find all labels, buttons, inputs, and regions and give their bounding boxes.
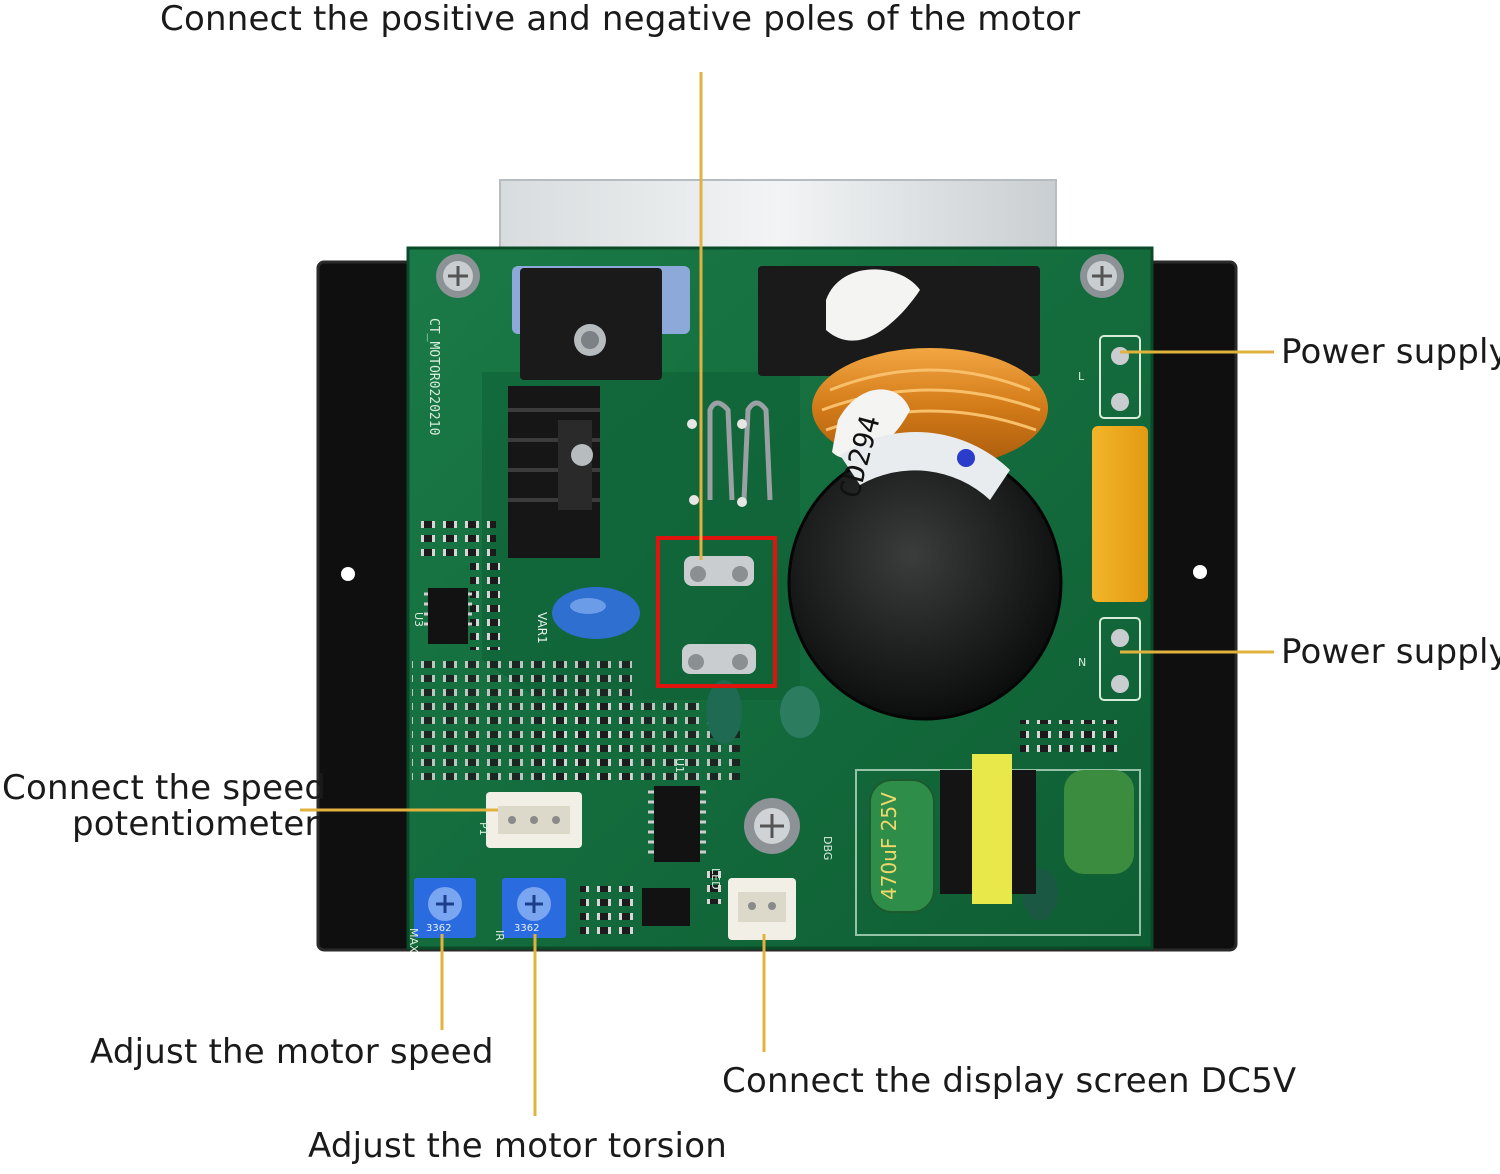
mount-hole-left xyxy=(341,567,355,581)
varistor-label: VAR1 xyxy=(535,612,549,644)
label-power-supply-top: Power supply xyxy=(1281,332,1500,372)
screw-top-right xyxy=(1080,254,1124,298)
smd-cluster-r2a xyxy=(1020,720,1120,756)
pcb-board: CD294 VAR1 xyxy=(406,246,1154,953)
silkscreen-pin-l: L xyxy=(1078,370,1085,383)
ic-u3 xyxy=(424,588,472,644)
silkscreen-u3: U3 xyxy=(412,612,425,627)
smd-cluster-r2 xyxy=(470,560,500,650)
screw-top-left xyxy=(436,254,480,298)
label-motor-poles: Connect the positive and negative poles … xyxy=(160,0,1081,39)
silkscreen-u1: U1 xyxy=(673,758,686,773)
silkscreen-model: CT_MOTOR0220210 xyxy=(426,318,441,435)
silkscreen-dbg: DBG xyxy=(821,836,834,860)
label-speed-potentiometer-line1: Connect the speed xyxy=(2,768,327,808)
connector-p1-potentiometer xyxy=(486,792,582,848)
label-display-screen: Connect the display screen DC5V xyxy=(722,1061,1297,1101)
motor-jumper-wires xyxy=(687,400,773,507)
varistor-var1: VAR1 xyxy=(535,587,640,644)
screw-center xyxy=(744,798,800,854)
silkscreen-max: MAX xyxy=(407,928,420,953)
trimmer-speed xyxy=(414,878,476,938)
motor-terminal-highlight xyxy=(656,536,777,688)
silkscreen-led: LED xyxy=(709,868,722,890)
trimmer-speed-code: 3362 xyxy=(426,923,451,934)
leader-lines xyxy=(300,72,1274,1116)
label-motor-torsion: Adjust the motor torsion xyxy=(308,1126,727,1166)
trimmer-torsion-code: 3362 xyxy=(514,923,539,934)
motor-terminal-pads xyxy=(682,556,756,674)
mount-hole-right xyxy=(1193,565,1207,579)
x-capacitor xyxy=(1092,426,1148,602)
transformer xyxy=(940,754,1036,904)
regulator-heatsink xyxy=(508,386,600,558)
diode-d1 xyxy=(758,266,1040,376)
capacitor-right xyxy=(1064,770,1134,874)
label-power-supply-bottom: Power supply xyxy=(1281,632,1500,672)
silkscreen-pin-n: N xyxy=(1078,656,1086,669)
mosfet-q2 xyxy=(512,266,690,380)
power-pins-bottom xyxy=(1099,617,1141,701)
silkscreen-p1: P1 xyxy=(477,822,490,836)
smd-cluster-r4 xyxy=(416,520,496,562)
capacitor-470uf-marking: 470uF 25V xyxy=(877,792,901,900)
label-motor-speed: Adjust the motor speed xyxy=(90,1032,494,1072)
connector-display xyxy=(728,878,796,940)
ic-u4 xyxy=(642,888,690,926)
label-speed-potentiometer-line2: potentiometer xyxy=(72,804,319,844)
main-capacitor: CD294 xyxy=(787,412,1063,721)
capacitor-470uf: 470uF 25V xyxy=(869,779,935,913)
ic-u1 xyxy=(648,786,706,862)
smd-cluster-c9 xyxy=(580,886,640,936)
trimmer-torsion xyxy=(502,878,566,938)
led-smd xyxy=(700,870,724,904)
toroid-inductor xyxy=(812,348,1048,468)
silkscreen-ir: IR xyxy=(493,930,506,941)
